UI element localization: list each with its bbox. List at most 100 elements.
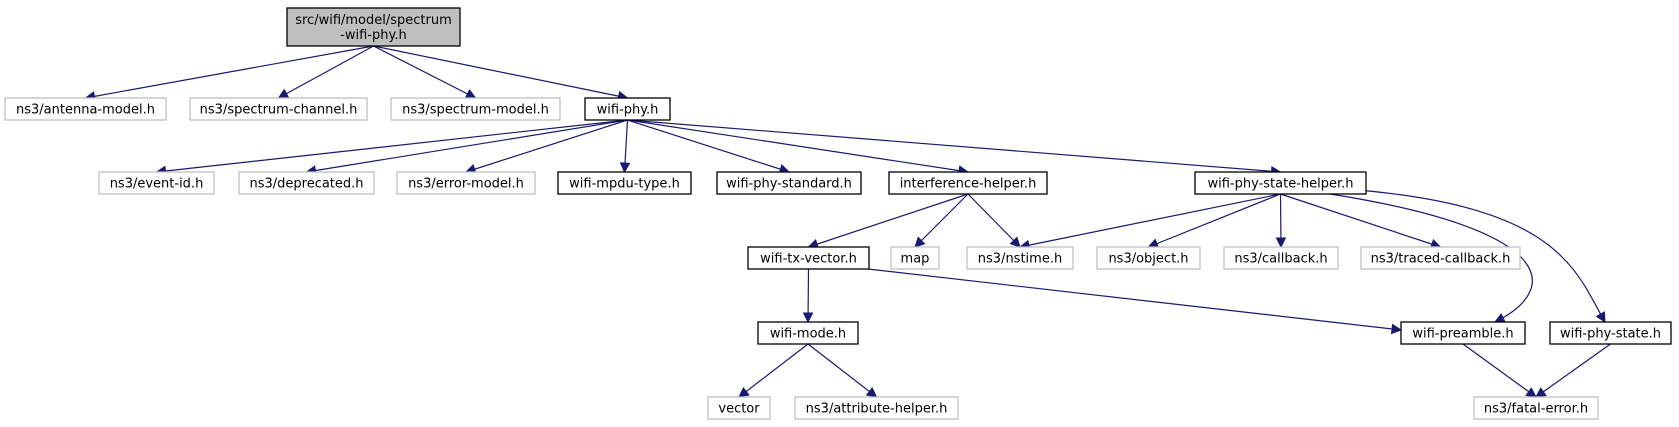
edge-line (1280, 193, 1441, 248)
edge-wifi_mode-to-vector (738, 343, 809, 398)
node-label: ns3/spectrum-model.h (402, 103, 549, 118)
node-label: ns3/traced-callback.h (1371, 252, 1511, 267)
edge-line (373, 45, 476, 99)
edge-line (306, 119, 628, 173)
node-box (98, 171, 215, 195)
node-tx-vector[interactable]: wifi-tx-vector.h (747, 246, 870, 270)
node-label: ns3/antenna-model.h (16, 103, 155, 118)
edge-root-to-wifi_phy (373, 45, 629, 102)
edge-line (808, 193, 969, 248)
node-label: ns3/deprecated.h (249, 177, 363, 192)
node-label: interference-helper.h (900, 177, 1037, 192)
node-label: wifi-tx-vector.h (760, 252, 857, 267)
node-label: wifi-phy.h (597, 103, 659, 118)
edge-root-to-spectrum_channel (277, 45, 374, 99)
node-box (1194, 171, 1367, 195)
edge-line (738, 343, 809, 398)
node-box (584, 97, 671, 121)
node-label: ns3/attribute-helper.h (806, 402, 948, 417)
edge-line (807, 343, 877, 398)
edge-wifi_phy-to-deprecated (305, 119, 628, 176)
edge-state_helper-to-object (1147, 193, 1281, 249)
node-label: ns3/event-id.h (110, 177, 204, 192)
edge-line (627, 119, 790, 173)
node-callback: ns3/callback.h (1223, 246, 1339, 270)
edge-line (1462, 343, 1537, 398)
arrow-head (464, 88, 477, 99)
edge-tx_vector-to-wifi_mode (802, 268, 814, 324)
node-interference[interactable]: interference-helper.h (888, 171, 1048, 195)
node-state-helper[interactable]: wifi-phy-state-helper.h (1194, 171, 1367, 195)
node-wifi-mode[interactable]: wifi-mode.h (757, 321, 859, 345)
node-box (1360, 246, 1521, 270)
arrow-head (1009, 236, 1021, 248)
node-preamble[interactable]: wifi-preamble.h (1400, 321, 1526, 345)
arrow-head (865, 386, 878, 398)
arrow-head (1493, 313, 1506, 323)
edge-interference-to-map (914, 193, 969, 248)
edge-preamble-to-fatal_error (1462, 343, 1537, 398)
arrow-head (914, 236, 926, 248)
edge-root-to-spectrum_model (373, 45, 477, 99)
node-label: ns3/fatal-error.h (1484, 402, 1588, 417)
edge-line (1329, 193, 1533, 323)
node-label: ns3/nstime.h (978, 252, 1062, 267)
edges-layer (84, 45, 1611, 398)
edge-tx_vector-to-preamble (867, 268, 1403, 335)
edge-wifi_phy-to-mpdu_type (619, 119, 631, 174)
node-label: wifi-mode.h (770, 327, 846, 342)
node-box (1549, 321, 1672, 345)
node-label: -wifi-phy.h (340, 28, 407, 43)
edge-line (1535, 343, 1611, 398)
node-root[interactable]: src/wifi/model/spectrum-wifi-phy.h (286, 7, 461, 47)
node-box (888, 171, 1048, 195)
node-label: ns3/spectrum-channel.h (200, 103, 358, 118)
arrow-head (619, 162, 631, 174)
edge-interference-to-tx_vector (807, 193, 969, 250)
edge-line (85, 45, 374, 99)
node-phy-standard[interactable]: wifi-phy-standard.h (716, 171, 862, 195)
node-attribute-helper: ns3/attribute-helper.h (794, 396, 959, 420)
node-label: ns3/object.h (1108, 252, 1188, 267)
edge-line (1344, 188, 1606, 323)
edge-line (156, 119, 628, 173)
node-phy-state[interactable]: wifi-phy-state.h (1549, 321, 1672, 345)
edge-line (627, 119, 1281, 173)
node-event-id: ns3/event-id.h (98, 171, 215, 195)
node-spectrum-channel: ns3/spectrum-channel.h (189, 97, 368, 121)
node-label: ns3/callback.h (1234, 252, 1327, 267)
edge-line (465, 119, 628, 173)
node-label: wifi-phy-state.h (1560, 327, 1661, 342)
node-box (794, 396, 959, 420)
node-box (189, 97, 368, 121)
edge-wifi_phy-to-interference (627, 119, 970, 176)
edge-line (914, 193, 969, 248)
arrow-head (1275, 237, 1287, 249)
node-box (390, 97, 561, 121)
edge-wifi_phy-to-state_helper (627, 119, 1282, 177)
arrow-head (1390, 323, 1403, 335)
arrow-head (802, 312, 814, 324)
arrow-head (738, 387, 750, 398)
edge-line (967, 193, 1021, 248)
edge-interference-to-nstime (967, 193, 1021, 248)
node-traced-callback: ns3/traced-callback.h (1360, 246, 1521, 270)
node-mpdu-type[interactable]: wifi-mpdu-type.h (557, 171, 692, 195)
node-deprecated: ns3/deprecated.h (238, 171, 375, 195)
arrow-head (1535, 387, 1547, 398)
node-label: wifi-mpdu-type.h (569, 177, 680, 192)
node-label: wifi-phy-state-helper.h (1207, 177, 1353, 192)
edge-line (1148, 193, 1281, 248)
edge-phy_state-to-fatal_error (1535, 343, 1611, 398)
node-box (716, 171, 862, 195)
node-box (1473, 396, 1599, 420)
edge-line (627, 119, 969, 173)
node-box (1223, 246, 1339, 270)
node-wifi-phy[interactable]: wifi-phy.h (584, 97, 671, 121)
node-nstime: ns3/nstime.h (966, 246, 1074, 270)
node-label: ns3/error-model.h (408, 177, 524, 192)
edge-line (867, 268, 1402, 331)
node-box (396, 171, 536, 195)
node-label: src/wifi/model/spectrum (295, 13, 452, 28)
edge-root-to-antenna (84, 45, 374, 102)
